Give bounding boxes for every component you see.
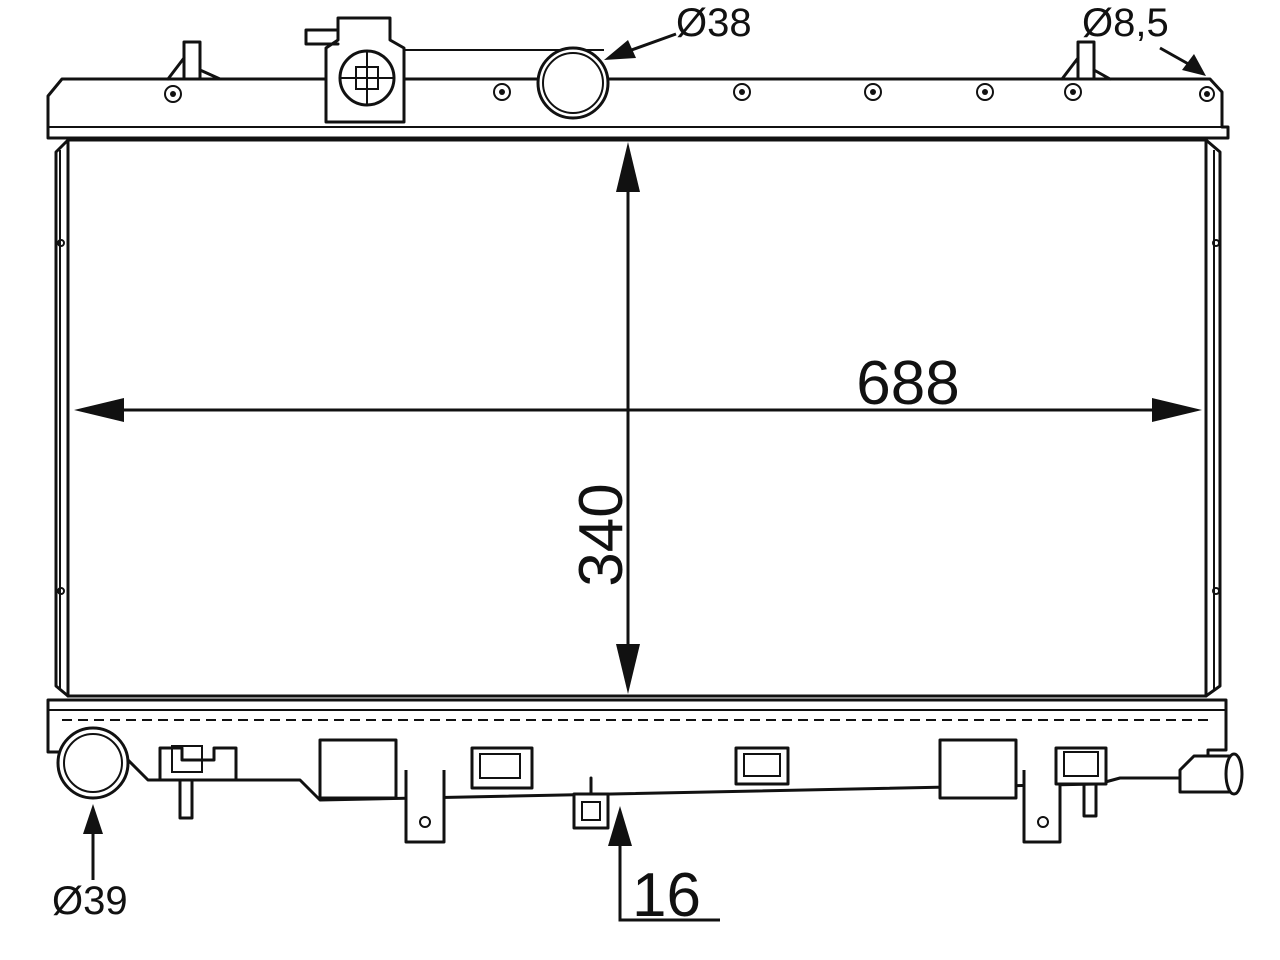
mounting-tab xyxy=(166,40,222,81)
top-bolt xyxy=(493,83,511,101)
bottom-clip xyxy=(1054,746,1108,818)
top-bolt xyxy=(1064,83,1082,101)
top-bolt xyxy=(1199,86,1215,102)
width-label: 688 xyxy=(856,349,959,418)
drain-callout: 16 xyxy=(608,806,720,930)
left-side-plate xyxy=(54,138,70,698)
width-dimension: 688 xyxy=(74,349,1202,422)
top-hole-diameter-label: Ø8,5 xyxy=(1082,1,1169,45)
side-nozzle xyxy=(1178,752,1244,796)
height-label: 340 xyxy=(567,483,636,586)
bottom-clip xyxy=(734,746,790,786)
outlet-diameter-label: Ø39 xyxy=(52,879,128,923)
filler-neck-callout: Ø38 xyxy=(604,1,752,60)
top-bolt xyxy=(164,85,182,103)
outlet-callout: Ø39 xyxy=(52,804,128,923)
inlet-fitting xyxy=(304,16,406,124)
outlet-pipe xyxy=(56,726,130,800)
top-tank xyxy=(46,16,1230,140)
drain-size-label: 16 xyxy=(632,861,701,930)
mounting-tab xyxy=(1060,40,1112,81)
height-dimension: 340 xyxy=(567,142,640,694)
filler-neck-diameter-label: Ø38 xyxy=(676,1,752,45)
bottom-bracket xyxy=(1022,770,1062,844)
right-side-plate xyxy=(1204,138,1222,698)
bottom-tank xyxy=(46,698,1244,844)
top-bolt xyxy=(733,83,751,101)
drain-plug xyxy=(572,776,610,830)
bottom-bracket xyxy=(404,770,446,844)
bottom-clip xyxy=(938,738,1018,800)
filler-neck xyxy=(404,46,610,120)
bottom-clip xyxy=(470,746,534,790)
bottom-clip xyxy=(318,738,398,800)
bottom-clip xyxy=(158,745,238,820)
top-bolt xyxy=(864,83,882,101)
top-bolt xyxy=(976,83,994,101)
radiator-core xyxy=(54,138,1222,698)
top-hole-callout: Ø8,5 xyxy=(1082,1,1206,76)
